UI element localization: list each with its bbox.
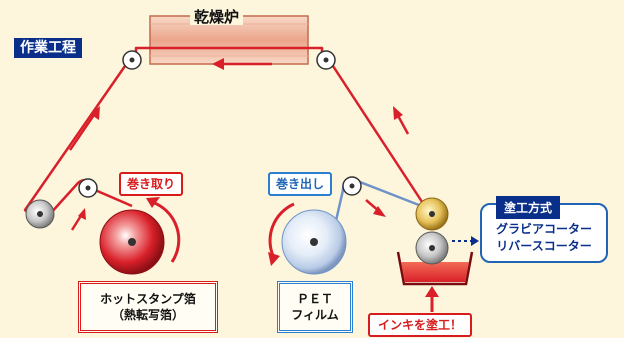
unwind-rotation-arrow bbox=[268, 202, 295, 259]
winding-label: 巻き取り bbox=[119, 172, 184, 196]
pet-label-box: ＰＥＴ フィルム bbox=[277, 281, 353, 333]
ink bbox=[401, 262, 469, 282]
coating-method-item: グラビアコーター bbox=[495, 222, 592, 237]
winding-roll bbox=[99, 209, 165, 275]
unwinding-label: 巻き出し bbox=[268, 172, 333, 196]
foil-label-line1: ホットスタンプ箔 bbox=[100, 291, 196, 306]
film-arrow-right bbox=[393, 106, 410, 135]
feed-arrow-left bbox=[70, 208, 86, 231]
method-connector bbox=[452, 236, 479, 246]
coating-method-heading: 塗工方式 bbox=[496, 196, 561, 219]
ink-arrow bbox=[425, 286, 439, 312]
dryer-label: 乾燥炉 bbox=[190, 10, 244, 25]
foil-label-line2: （熱転写箔） bbox=[111, 308, 184, 322]
film-arrow-left bbox=[68, 106, 100, 151]
page-title: 作業工程 bbox=[14, 38, 82, 58]
dryer-direction-arrow bbox=[212, 58, 272, 70]
coating-method-item: リバースコーター bbox=[496, 239, 592, 254]
feed-arrow-right bbox=[365, 199, 386, 217]
pet-label-line1: ＰＥＴ bbox=[296, 291, 333, 306]
guide-roller-winder bbox=[78, 178, 98, 198]
unwind-roll bbox=[281, 209, 347, 275]
guide-roller-right-top bbox=[316, 50, 336, 70]
ink-pan bbox=[396, 251, 474, 286]
foil-film-path bbox=[23, 46, 432, 227]
gravure-roll bbox=[415, 231, 449, 265]
guide-roller-left-top bbox=[122, 50, 142, 70]
foil-label-box: ホットスタンプ箔 （熱転写箔） bbox=[78, 281, 218, 333]
ink-label: インキを塗工！ bbox=[368, 313, 473, 337]
impression-roll bbox=[415, 197, 449, 231]
guide-roller-unwind bbox=[342, 176, 362, 196]
winding-rotation-arrow bbox=[151, 200, 181, 263]
guide-roller-left-bottom bbox=[25, 199, 55, 229]
pet-label-line2: フィルム bbox=[291, 308, 339, 322]
